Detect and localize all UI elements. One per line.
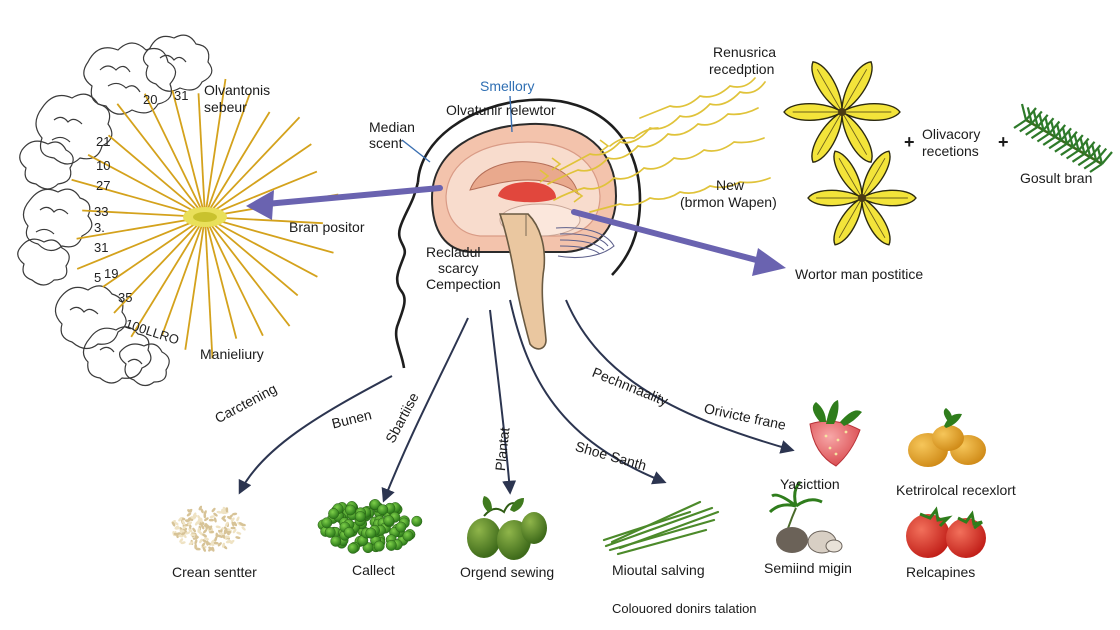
relcapines-label: Relcapines (906, 564, 976, 580)
median-label: Median (369, 119, 415, 135)
brain-stem (498, 213, 547, 350)
smellory-pointer (509, 95, 513, 133)
sebeur-label: sebeur (204, 99, 247, 115)
recladul-label: Recladul (426, 244, 481, 260)
callect-label: Callect (352, 562, 395, 578)
recedption-label: recedption (709, 61, 775, 77)
renusrica-label: Renusrica (713, 44, 777, 60)
yasicttion-label: Yasicttion (780, 476, 840, 492)
scent-signal-waves (547, 77, 771, 213)
orgend-sewing-label: Orgend sewing (460, 564, 555, 580)
olvatunir-label: Olvatunir relewtor (446, 102, 556, 118)
number-label: 27 (96, 178, 111, 193)
cerebellum (555, 227, 615, 259)
number-label: 3. (94, 220, 105, 235)
olivacory-label: Olivacory (922, 126, 981, 142)
gosult-bran-label: Gosult bran (1020, 170, 1093, 186)
median-pointer (401, 139, 431, 163)
olfactory-mucosa-outline (17, 34, 213, 387)
signal-arrowheads (539, 139, 610, 203)
number-label: 21 (96, 134, 111, 149)
bran-positor-label: Bran positor (289, 219, 365, 235)
oranges-image (908, 408, 986, 467)
new-label: New (716, 177, 745, 193)
olfactory-nerve-fibers (71, 78, 339, 359)
brmon-wapen-label: (brmon Wapen) (680, 194, 777, 210)
scarcy-label: scarcy (438, 260, 479, 276)
ketrirolcal-label: Ketrirolcal recexlort (896, 482, 1016, 498)
mioutal-salving-label: Mioutal salving (612, 562, 705, 578)
caption: Colouored donirs talation (612, 601, 757, 616)
arrow-to-bran-positor (246, 185, 443, 220)
head-silhouette (416, 98, 642, 276)
smellory-label: Smellory (480, 78, 535, 94)
number-label: 31 (94, 240, 109, 255)
thalamus (498, 182, 556, 203)
palm-seeds-image (768, 480, 843, 554)
manieliury-label: Manieliury (200, 346, 264, 362)
arrow-to-wortor (571, 209, 786, 276)
wortor-label: Wortor man postitice (795, 266, 924, 282)
green-herb-stems-image (602, 500, 720, 556)
number-label: 5 (94, 270, 102, 285)
face-profile (394, 181, 420, 369)
recetions-label: recetions (922, 143, 979, 159)
number-label: 33 (94, 204, 109, 219)
plus-left: + (904, 132, 915, 152)
plus-right: + (998, 132, 1009, 152)
strawberry-image (809, 400, 862, 467)
rice-grains-image (171, 505, 246, 552)
number-label: 19 (104, 266, 119, 281)
number-label: 35 (118, 290, 133, 305)
number-label: 20 (143, 92, 158, 107)
flower-top (783, 61, 901, 163)
green-peas-image (317, 499, 423, 554)
rosemary-branch-image (1013, 103, 1113, 173)
olvantonis-label: Olvantonis (204, 82, 271, 98)
olives-image (467, 496, 547, 560)
tomatoes-image (906, 506, 986, 558)
cempection-label: Cempection (426, 276, 501, 292)
semiind-migin-label: Semiind migin (764, 560, 852, 576)
scent-label: scent (369, 135, 403, 151)
pathway-arrows (238, 299, 795, 503)
number-label: 31 (174, 88, 189, 103)
flower-bottom (807, 150, 917, 246)
number-label: 10 (96, 158, 111, 173)
crean-sentter-label: Crean sentter (172, 564, 257, 580)
